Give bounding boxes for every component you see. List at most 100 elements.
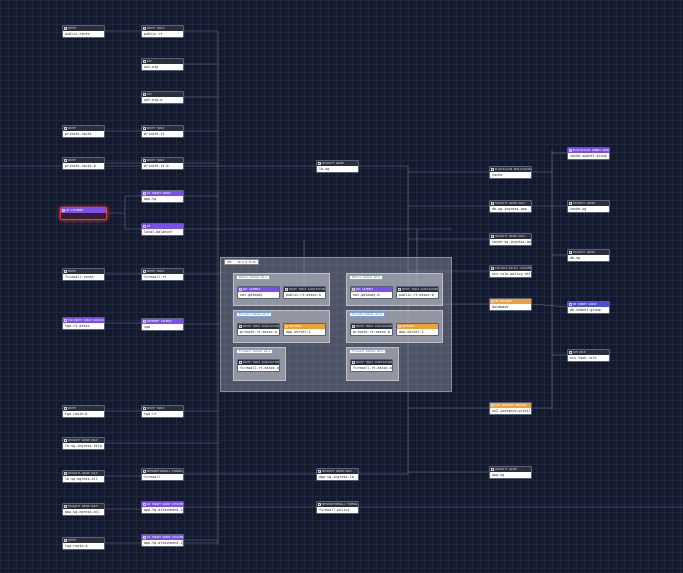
resource-node-ecs-task-role[interactable]: IAM ROLE ecs-task-role (567, 349, 610, 362)
vpc-label: VPC · 10.0.0.0/16 (224, 259, 259, 265)
shield-icon (491, 235, 494, 238)
internet-gateway-icon (143, 320, 146, 323)
node-header: ROUTE TABLE (142, 158, 183, 163)
node-name: cache-sg-ingress-app (492, 240, 531, 244)
shield-icon (64, 439, 67, 442)
node-name: app-tg (144, 197, 157, 201)
node-type: ROUTE (68, 159, 76, 162)
node-header: ROUTE TABLE ASSOCIATION (351, 324, 392, 329)
node-name: private-rt-assoc-b (353, 330, 390, 334)
node-name: private-route (65, 132, 92, 136)
node-type: NAT GATEWAY (243, 288, 261, 291)
node-type: NETWORKFIREWALL FIREWALL (147, 470, 183, 473)
node-header: LB LISTENER (61, 208, 106, 213)
node-type: INSTANCE (402, 325, 415, 328)
nat-gateway-icon (352, 288, 355, 291)
node-header: ROUTE (63, 158, 104, 163)
shield-icon (491, 468, 494, 471)
node-header: EIP (142, 92, 183, 97)
node-header: EIP (142, 59, 183, 64)
resource-node-app-tg-attachment-1[interactable]: LB TARGET GROUP ATTACHMENTapp-tg-attachm… (141, 501, 184, 514)
node-type: INTERNET GATEWAY (147, 320, 172, 323)
node-header: ROUTE TABLE (142, 126, 183, 131)
node-name: public-route (65, 32, 90, 36)
target-group-icon (143, 192, 146, 195)
resource-node-firewall-policy[interactable]: NETWORKFIREWALL FIREWALL POLICYfirewall-… (316, 501, 359, 514)
node-type: ROUTE TABLE (147, 407, 165, 410)
shield-icon (569, 202, 572, 205)
node-name: app-sg (492, 473, 505, 477)
node-name: ecs-task-role (570, 356, 597, 360)
node-type: LB TARGET GROUP ATTACHMENT (147, 536, 183, 539)
node-name: app-tg-attachment-2 (144, 541, 183, 545)
node-name: private-rt-b (144, 164, 169, 168)
resource-node-firewall-route[interactable]: ROUTE firewall-route (62, 268, 105, 281)
node-name: nat-gateway-b (353, 293, 380, 297)
route-table-icon (352, 325, 355, 328)
node-name: firewall-route (65, 275, 94, 279)
iam-icon (491, 404, 494, 407)
node-header: ROUTE TABLE ASSOCIATION (238, 360, 279, 365)
resource-node-tgw-rt-assoc[interactable]: TGW ROUTE TABLE ASSOCIATIONtgw-rt-assoc (62, 317, 105, 330)
resource-node-app-tg-attachment-2[interactable]: LB TARGET GROUP ATTACHMENT app-tg-attachm… (141, 534, 184, 547)
node-header: INSTANCE (397, 324, 438, 329)
resource-node-lb-listener[interactable]: LB LISTENER (60, 207, 107, 220)
node-name: ecs-role-policy-atta... (492, 272, 531, 276)
node-type: ROUTE TABLE (147, 127, 165, 130)
node-type: IAM ROLE (573, 351, 586, 354)
route-icon (64, 27, 67, 30)
node-header: IAM ROLE (568, 350, 609, 355)
route-table-icon (143, 27, 146, 30)
connection-edge (108, 195, 141, 214)
subnet-label: Public Subnet AZ-a (236, 275, 271, 280)
node-type: SECURITY GROUP RULE (322, 470, 352, 473)
resource-node-firewall[interactable]: NETWORKFIREWALL FIREWALL firewall (141, 468, 184, 481)
node-type: ROUTE (68, 270, 76, 273)
subnet-label: Private Subnet AZ-a (236, 312, 272, 317)
resource-node-ecs-role-policy-atta...[interactable]: IAM ROLE POLICY ATTACHMENTecs-role-polic… (489, 265, 532, 278)
shield-icon (64, 472, 67, 475)
node-name: firewall (144, 475, 161, 479)
node-header: DB SUBNET GROUP (568, 302, 609, 307)
